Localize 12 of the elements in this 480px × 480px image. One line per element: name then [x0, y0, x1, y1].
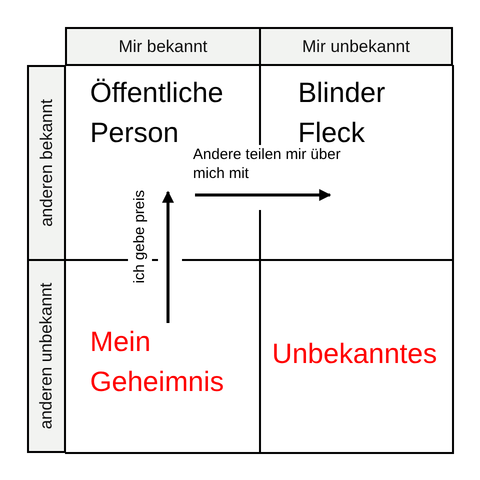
column-header: Mir bekannt [65, 27, 261, 66]
arrow [195, 189, 332, 201]
quadrant-label: Blinder Fleck [298, 76, 386, 148]
edge-label: ich gebe preis [128, 190, 152, 284]
quadrant-label: Öffentliche Person [90, 76, 224, 148]
arrow [162, 190, 174, 323]
row-header: anderen bekannt [27, 65, 66, 261]
quadrant-label: Unbekanntes [272, 337, 438, 371]
quadrant-label: Mein Geheimnis [90, 325, 225, 399]
column-header: Mir unbekannt [259, 27, 453, 66]
edge-label: Andere teilen mir über mich mit [193, 145, 343, 183]
row-header: anderen unbekannt [27, 259, 66, 453]
